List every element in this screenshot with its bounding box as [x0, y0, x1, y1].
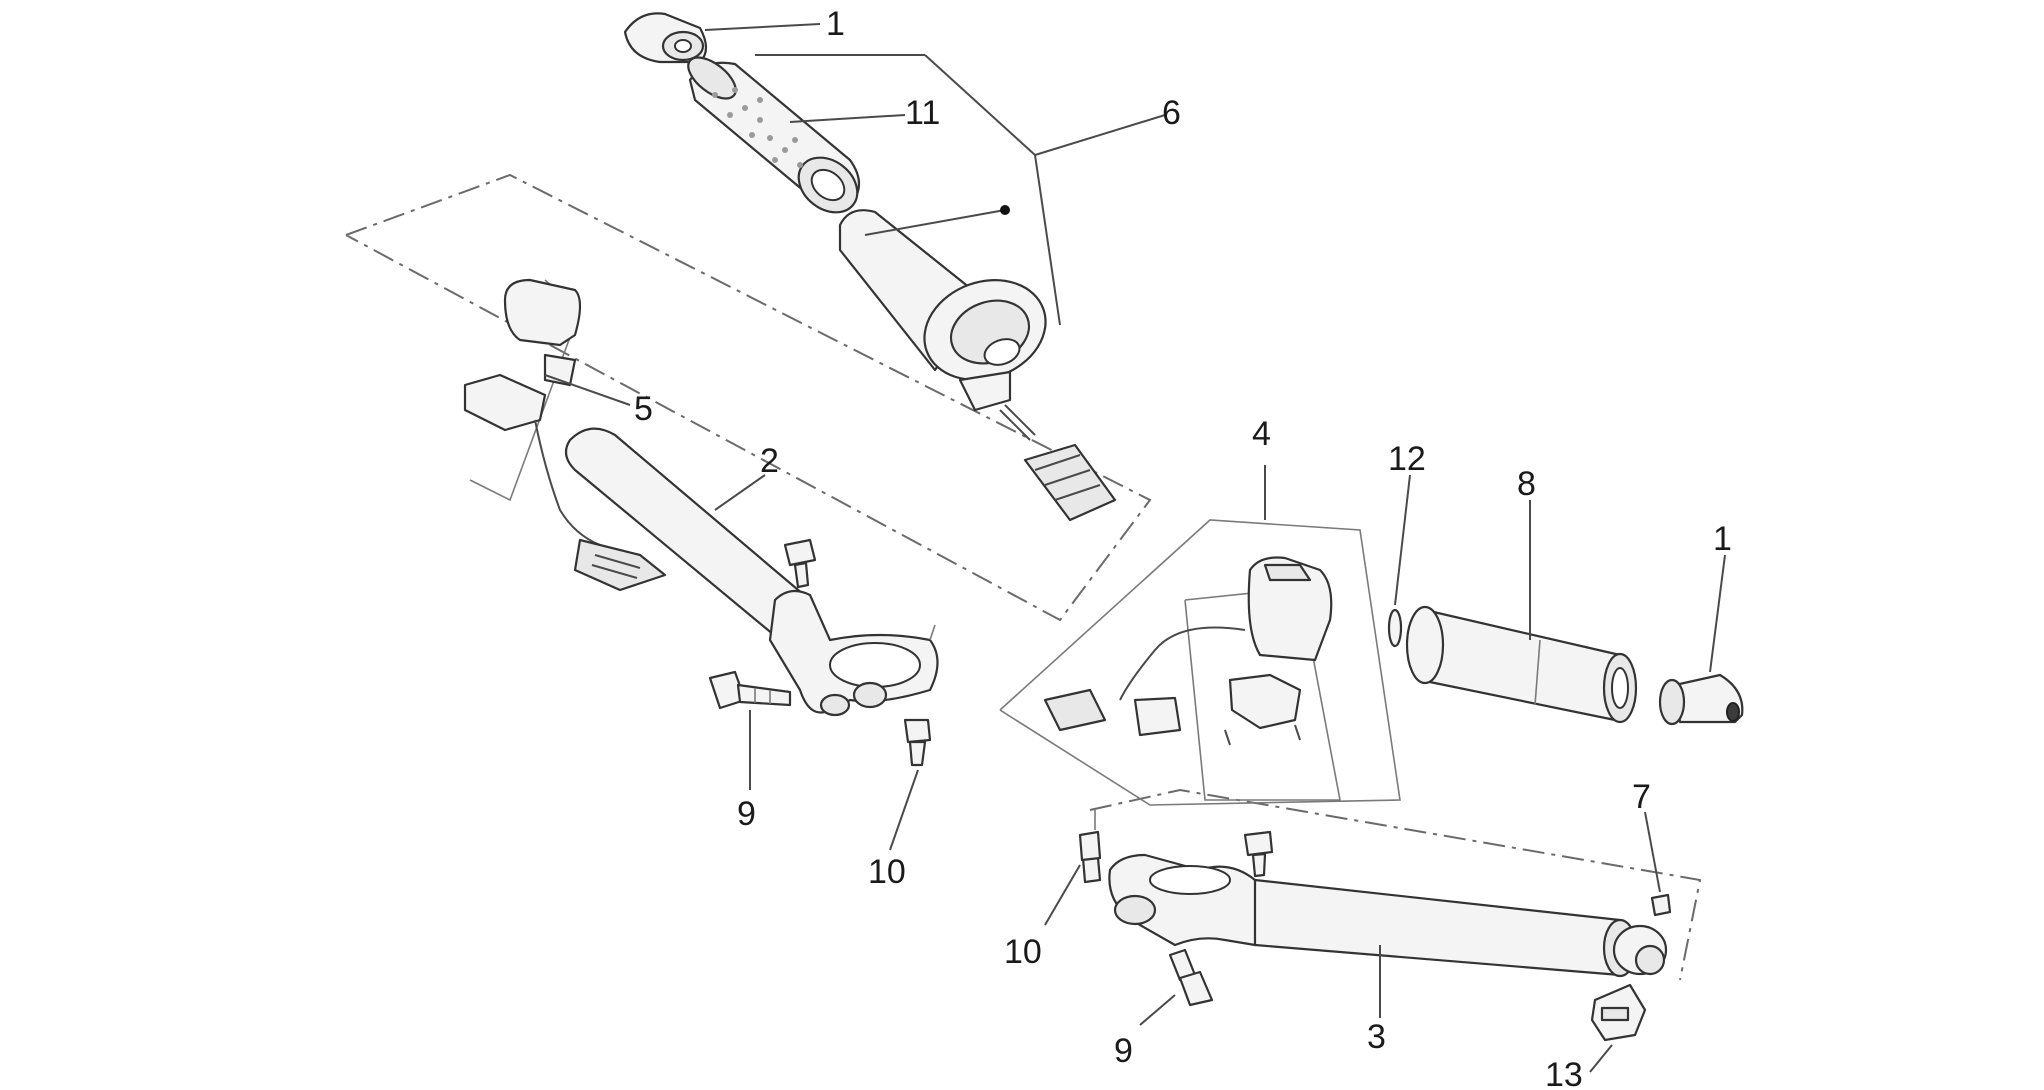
ring-12	[1387, 608, 1403, 648]
callout-2: 2	[760, 442, 779, 480]
switch-cover	[463, 278, 667, 592]
callout-9-left: 9	[737, 795, 756, 833]
bar-end-weight-top	[623, 12, 708, 64]
throttle-connector	[1023, 443, 1117, 522]
heated-grip-left	[687, 56, 861, 214]
bar-end-weight-right	[1658, 673, 1744, 726]
callout-11: 11	[905, 94, 940, 132]
switch-housing	[1043, 556, 1333, 746]
throttle-tube	[838, 209, 1047, 441]
handlebar-right	[1108, 853, 1668, 1042]
bolt-10-right	[1078, 830, 1102, 884]
callout-3: 3	[1367, 1018, 1386, 1056]
assembly-outline-left	[345, 173, 1152, 622]
callout-7: 7	[1632, 778, 1651, 816]
callout-6: 6	[1162, 94, 1181, 132]
callout-8: 8	[1517, 465, 1536, 503]
bolt-9-left	[708, 670, 792, 710]
callout-1-top: 1	[826, 5, 845, 43]
callout-10-left: 10	[868, 853, 906, 891]
bolt-10-left	[903, 718, 932, 767]
screw-7	[1650, 893, 1672, 917]
assembly-outline-right	[1089, 788, 1702, 981]
callout-4: 4	[1252, 415, 1271, 453]
callout-1-right: 1	[1713, 520, 1732, 558]
handlebar-left	[564, 427, 939, 717]
callout-10-right: 10	[1004, 933, 1042, 971]
bolt-9-right	[1168, 948, 1214, 1007]
callout-labels: 1 11 6 5 2 9 10 4 12 8 1 7 10 3 9 13	[634, 5, 1732, 1090]
assembly-outline-4	[999, 519, 1401, 806]
callout-13: 13	[1545, 1056, 1583, 1090]
callout-12: 12	[1388, 440, 1426, 478]
callout-5: 5	[634, 390, 653, 428]
bolt-right-top	[1243, 830, 1274, 878]
bolt-top-left	[783, 538, 817, 589]
leader-lines	[544, 23, 1726, 1073]
grip-right	[1405, 605, 1638, 724]
callout-9-right: 9	[1114, 1032, 1133, 1070]
